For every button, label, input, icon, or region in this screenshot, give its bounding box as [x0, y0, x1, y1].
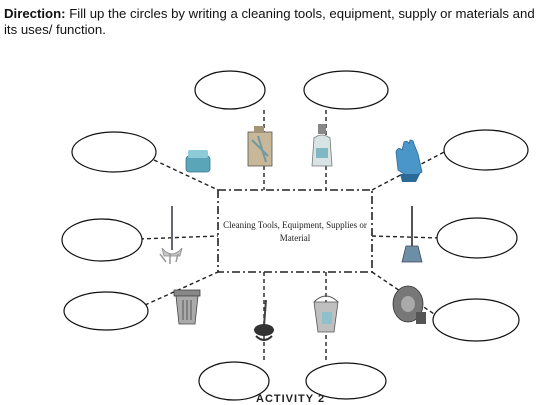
- spray-bottle-icon: [247, 126, 273, 167]
- broom-icon: [401, 206, 423, 263]
- center-label-line1: Cleaning Tools, Equipment, Supplies or: [223, 220, 367, 230]
- vacuum-cleaner-icon: [392, 285, 426, 324]
- spray-bottle-icon: [311, 124, 333, 167]
- center-box: Cleaning Tools, Equipment, Supplies or M…: [217, 189, 373, 273]
- direction-label: Direction:: [4, 6, 66, 21]
- rubber-gloves-icon: [395, 139, 423, 182]
- trash-bin-icon: [173, 289, 201, 325]
- direction-text: Fill up the circles by writing a cleanin…: [4, 6, 535, 37]
- answer-circle-middle-left[interactable]: [61, 218, 143, 262]
- plunger-icon: [254, 299, 274, 341]
- center-label-line2: Material: [280, 233, 311, 243]
- bucket-icon: [313, 295, 339, 333]
- activity-heading: ACTIVITY 2: [256, 393, 326, 405]
- answer-circle-middle-right[interactable]: [436, 217, 518, 259]
- sponge-icon: [185, 150, 211, 173]
- answer-circle-upper-left[interactable]: [71, 131, 157, 173]
- answer-circle-top-left[interactable]: [194, 70, 266, 110]
- mop-icon: [159, 206, 183, 264]
- answer-circle-top-right[interactable]: [303, 70, 389, 110]
- directions: Direction: Fill up the circles by writin…: [4, 6, 536, 38]
- answer-circle-lower-left[interactable]: [63, 291, 149, 331]
- answer-circle-bottom-left[interactable]: [198, 361, 270, 401]
- answer-circle-upper-right[interactable]: [443, 129, 529, 171]
- answer-circle-bottom-right[interactable]: [305, 362, 387, 400]
- answer-circle-lower-right[interactable]: [432, 298, 520, 342]
